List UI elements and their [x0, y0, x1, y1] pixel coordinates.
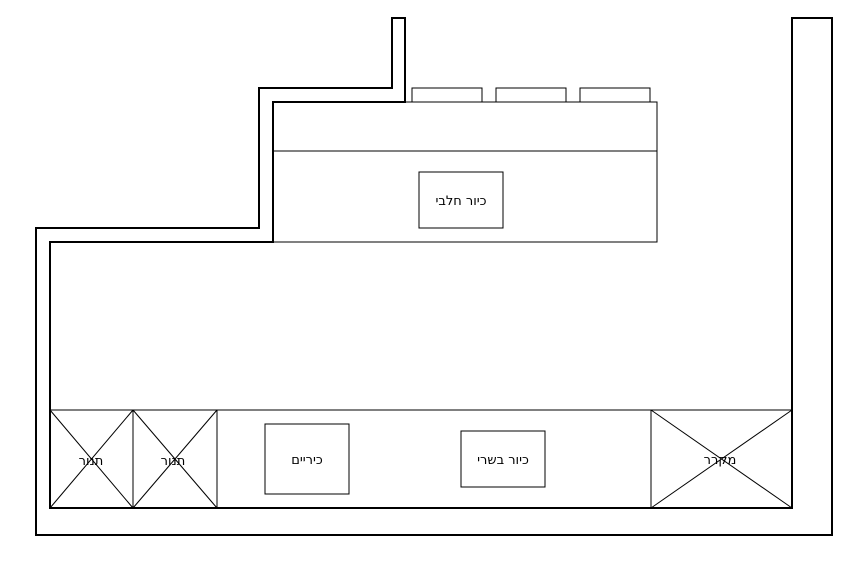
stovetop-label: כיריים — [291, 453, 323, 468]
dairy-sink-label: כיור חלבי — [435, 194, 486, 209]
oven-2-cross-b — [132, 409, 218, 509]
fridge-cross-b — [650, 409, 793, 509]
fridge-label: מקרר — [704, 453, 737, 468]
upper-cabinet-2 — [495, 87, 567, 103]
upper-cabinet-3 — [579, 87, 651, 103]
dairy-sink — [418, 171, 504, 229]
fridge — [650, 409, 793, 509]
meat-sink — [460, 430, 546, 488]
oven-2-label: תנור — [161, 454, 186, 469]
upper-cabinet-1 — [411, 87, 483, 103]
meat-sink-label: כיור בשרי — [477, 453, 529, 468]
oven-2 — [132, 409, 218, 509]
stovetop — [264, 423, 350, 495]
oven-1-cross-b — [49, 409, 134, 509]
oven-1-label: תנור — [79, 454, 104, 469]
